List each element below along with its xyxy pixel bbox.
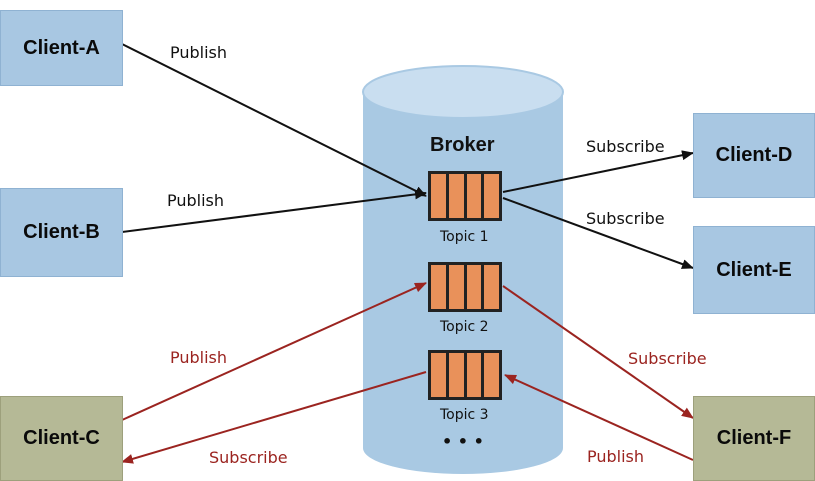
arrow-a-to-topic1 — [121, 43, 427, 197]
client-e-box: Client-E — [693, 226, 815, 314]
topic2-queue-icon — [428, 262, 502, 312]
client-f-box: Client-F — [693, 396, 815, 481]
more-topics-ellipsis: • • • — [442, 432, 484, 451]
topic1-queue-icon — [428, 171, 502, 221]
label-c-publish: Publish — [170, 348, 228, 367]
broker-title: Broker — [430, 134, 495, 156]
client-c-box: Client-C — [0, 396, 123, 481]
topic2-label: Topic 2 — [440, 319, 489, 335]
label-e-subscribe: Subscribe — [586, 209, 665, 228]
arrow-f-to-topic3 — [504, 374, 694, 461]
label-b-publish: Publish — [167, 191, 225, 210]
client-b-box: Client-B — [0, 188, 123, 277]
label-f-publish: Publish — [587, 447, 645, 466]
arrow-topic1-to-e — [502, 197, 694, 269]
arrow-topic3-to-c — [121, 371, 427, 464]
arrow-b-to-topic1 — [121, 189, 427, 233]
client-d-box: Client-D — [693, 113, 815, 198]
label-a-publish: Publish — [170, 43, 228, 62]
arrow-topic1-to-d — [502, 150, 694, 193]
arrow-c-to-topic2 — [121, 282, 427, 421]
label-c-subscribe: Subscribe — [209, 448, 288, 467]
client-a-box: Client-A — [0, 10, 123, 86]
arrow-topic2-to-f — [502, 285, 694, 419]
topic1-label: Topic 1 — [440, 229, 489, 245]
label-f-subscribe: Subscribe — [628, 349, 707, 368]
topic3-label: Topic 3 — [440, 407, 489, 423]
topic3-queue-icon — [428, 350, 502, 400]
label-d-subscribe: Subscribe — [586, 137, 665, 156]
